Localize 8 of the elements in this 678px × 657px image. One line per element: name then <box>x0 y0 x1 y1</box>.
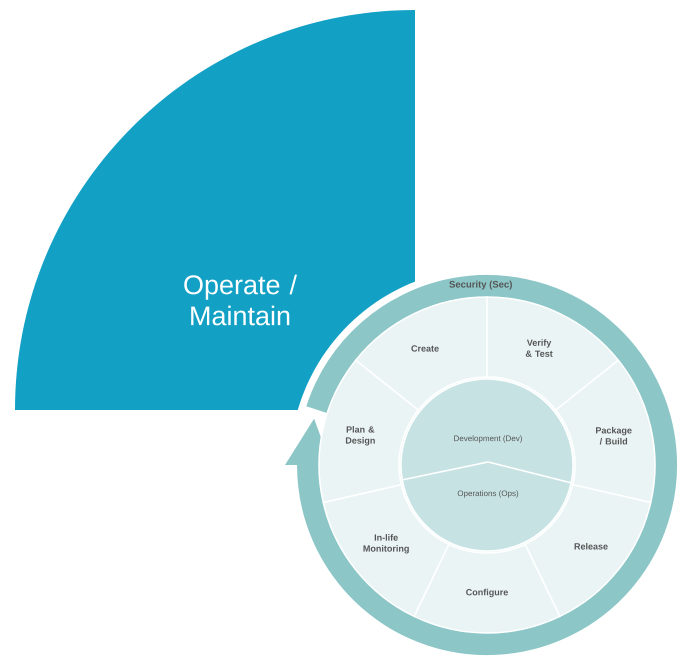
stage-segment: Create <box>354 296 488 411</box>
stage-segment: Verify & Test <box>486 296 620 411</box>
node-label: Security (Sec) <box>449 280 512 290</box>
stage-segment: Package / Build <box>555 359 656 504</box>
stage-segment: In-life Monitoring <box>322 484 450 618</box>
stage-segment: Configure <box>413 544 561 634</box>
stage-segment: Plan & Design <box>318 359 419 504</box>
stage-segment: Release <box>524 484 652 618</box>
